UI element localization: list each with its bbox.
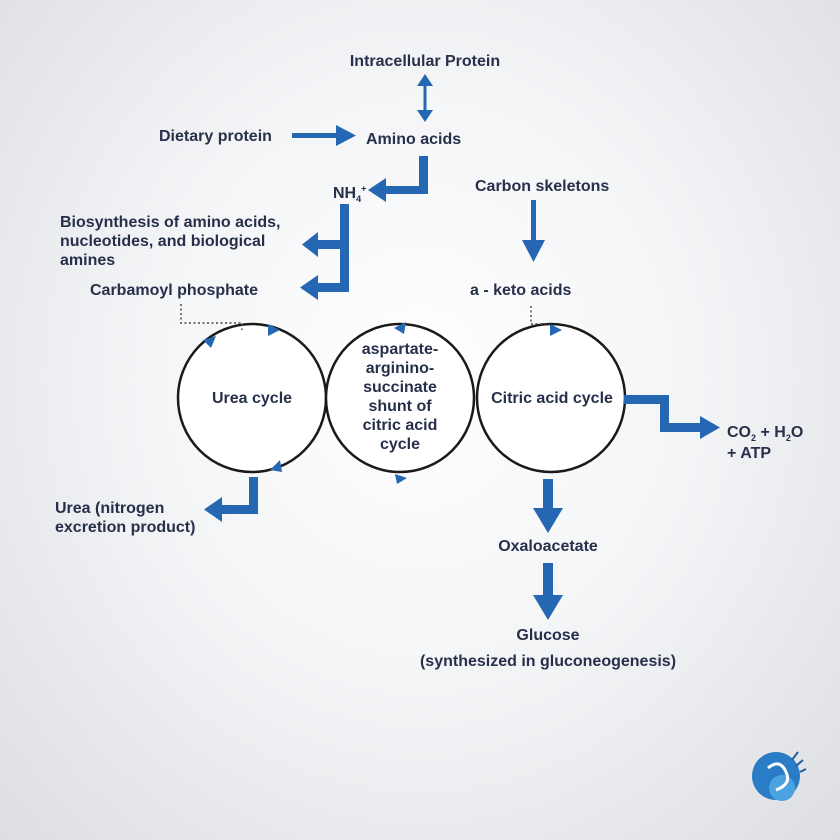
dotted-keto-to-citric bbox=[530, 306, 548, 325]
glucose-note-label: (synthesized in gluconeogenesis) bbox=[419, 653, 677, 670]
urea-label: Urea (nitrogen excretion product) bbox=[55, 500, 196, 536]
dotted-carbamoyl-to-urea bbox=[180, 304, 243, 330]
keto-acids-label: a - keto acids bbox=[470, 282, 572, 299]
citric-acid-cycle-label: Citric acid cycle bbox=[491, 390, 613, 407]
double-arrow-protein-aminoacids bbox=[417, 74, 433, 122]
amino-acids-label: Amino acids bbox=[366, 131, 462, 148]
nh4-superscript: + bbox=[361, 183, 367, 194]
oxaloacetate-label: Oxaloacetate bbox=[498, 538, 598, 555]
arrow-nh4-to-carbamoyl bbox=[300, 249, 349, 300]
arrow-nh4-to-biosynthesis bbox=[302, 204, 349, 257]
plus-h-text: + H bbox=[756, 424, 786, 441]
arrow-dietary-to-amino bbox=[292, 125, 356, 146]
dna-s-logo-icon bbox=[752, 751, 807, 801]
arrow-oxaloacetate-to-glucose bbox=[533, 563, 563, 620]
urea-cycle-label: Urea cycle bbox=[211, 390, 293, 407]
arrow-carbon-to-keto bbox=[522, 200, 545, 262]
h2o-subscript: 2 bbox=[785, 433, 791, 444]
shunt-circle bbox=[324, 322, 476, 474]
carbamoyl-phosphate-label: Carbamoyl phosphate bbox=[90, 282, 259, 299]
arrow-citric-to-oxaloacetate bbox=[533, 479, 563, 533]
nh4-subscript: 4 bbox=[356, 194, 362, 205]
biosynthesis-label: Biosynthesis of amino acids, nucleotides… bbox=[60, 214, 281, 269]
co2-subscript: 2 bbox=[751, 433, 757, 444]
co2-h2o-label: CO2 + H2O bbox=[727, 423, 804, 444]
atp-label: + ATP bbox=[727, 445, 772, 462]
co2-text: CO bbox=[727, 424, 751, 441]
arrow-urea-cycle-to-urea bbox=[204, 477, 258, 522]
h2o-o-text: O bbox=[790, 424, 804, 441]
arrow-citric-to-co2 bbox=[624, 395, 720, 439]
nh4-label: NH4+ bbox=[333, 183, 367, 205]
glucose-label: Glucose bbox=[516, 627, 580, 644]
cycle-direction-arrows bbox=[203, 322, 562, 484]
nh4-base-text: NH bbox=[333, 185, 357, 202]
dietary-protein-label: Dietary protein bbox=[159, 128, 272, 145]
carbon-skeletons-label: Carbon skeletons bbox=[475, 178, 610, 195]
intracellular-protein-label: Intracellular Protein bbox=[349, 53, 501, 70]
shunt-label: aspartate-arginino-succinate shunt of ci… bbox=[361, 341, 439, 453]
arrow-amino-to-nh4 bbox=[368, 156, 428, 202]
